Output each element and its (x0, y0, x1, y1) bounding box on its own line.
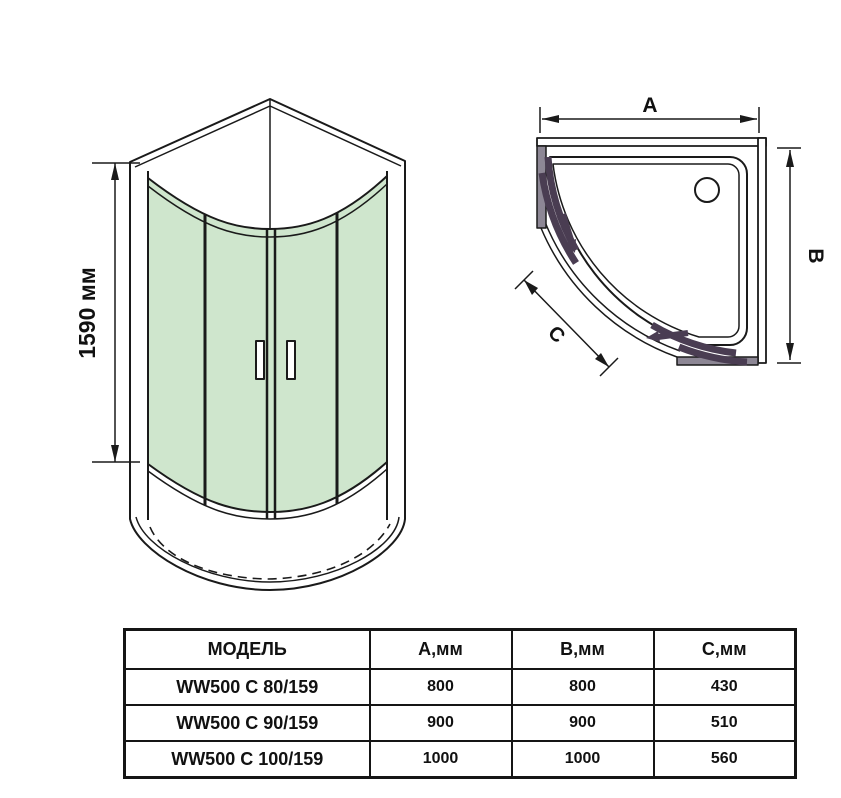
c-dim-line (523, 279, 610, 368)
bottom-rail-line (147, 468, 388, 520)
c-dim-arrow-upper (524, 280, 538, 295)
width-dimension-label: A (642, 94, 657, 117)
shower-enclosure-drawing: 1590 мм (74, 94, 827, 591)
tray-inner-outline (552, 163, 740, 338)
door-handle-right (286, 340, 296, 380)
tray-inner-curve (135, 516, 400, 583)
height-dimension (92, 162, 140, 463)
header-b: В,мм (510, 628, 655, 670)
side-wall-right (757, 137, 767, 364)
a-dim-arrow-left (542, 115, 559, 123)
door-arc-bottom-1 (650, 321, 737, 357)
curve-dimension-label: C (543, 322, 569, 348)
height-dim-arrow-up (111, 163, 119, 180)
a-dim-arrow-right (740, 115, 757, 123)
table-row: WW500 C 100/159 1000 1000 560 (123, 740, 797, 779)
door-arc-bottom-2 (677, 343, 748, 366)
value-b: 800 (510, 668, 655, 706)
model-spec-table: МОДЕЛЬ А,мм В,мм С,мм WW500 C 80/159 800… (123, 628, 797, 779)
door-arrow-left-head (646, 331, 660, 342)
table-row: WW500 C 80/159 800 800 430 (123, 668, 797, 706)
table-header-row: МОДЕЛЬ А,мм В,мм С,мм (123, 628, 797, 670)
value-b: 900 (510, 704, 655, 742)
drain-circle (694, 177, 720, 203)
width-dimension-a (539, 107, 760, 133)
door-arrow-down-line (560, 213, 575, 244)
value-c: 430 (652, 668, 797, 706)
value-c: 560 (652, 740, 797, 779)
value-a: 900 (368, 704, 513, 742)
value-c: 510 (652, 704, 797, 742)
header-a: А,мм (368, 628, 513, 670)
height-dimension-label: 1590 мм (74, 267, 100, 359)
c-dim-arrow-lower (595, 353, 609, 367)
front-edge-inner-arc (544, 221, 681, 352)
height-dim-arrow-down (111, 445, 119, 462)
value-b: 1000 (510, 740, 655, 779)
front-view-diagram: 1590 мм (74, 98, 406, 591)
door-handle-left (255, 340, 265, 380)
door-direction-arrows (560, 213, 689, 342)
model-name: WW500 C 90/159 (123, 704, 371, 742)
b-dim-arrow-up (786, 150, 794, 167)
value-a: 1000 (368, 740, 513, 779)
door-arrow-down-head (566, 239, 576, 253)
model-name: WW500 C 80/159 (123, 668, 371, 706)
table-row: WW500 C 90/159 900 900 510 (123, 704, 797, 742)
top-rail-line (147, 183, 388, 238)
front-edge-outer-arc (540, 227, 678, 358)
depth-dimension-label: B (804, 248, 827, 263)
b-dim-arrow-down (786, 343, 794, 360)
model-name: WW500 C 100/159 (123, 740, 371, 779)
door-arrow-left-line (657, 330, 689, 340)
tray-dashed-rim (149, 523, 391, 580)
back-wall-top (536, 137, 767, 147)
value-a: 800 (368, 668, 513, 706)
door-arc-top-2 (538, 172, 579, 265)
header-model: МОДЕЛЬ (123, 628, 371, 670)
top-view-diagram: A B C (514, 94, 827, 377)
header-c: С,мм (652, 628, 797, 670)
depth-dimension-b (777, 147, 801, 364)
curve-dimension-c (514, 270, 619, 377)
